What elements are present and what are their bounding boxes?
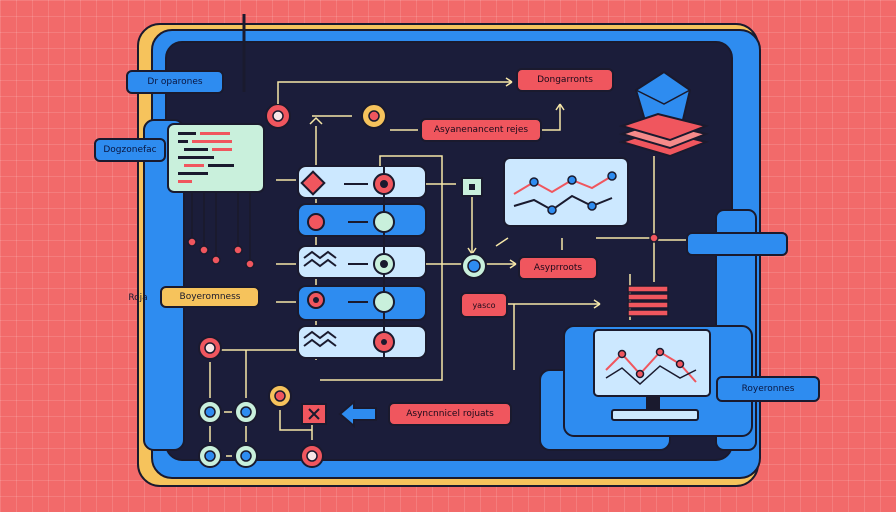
- red-stack-icon: [627, 285, 669, 317]
- label-async-bottom: Asyncnnicel rojuats: [388, 402, 512, 426]
- close-x-icon[interactable]: [301, 403, 327, 425]
- monitor-chart-icon: [593, 329, 711, 421]
- code-window-icon: [167, 123, 265, 193]
- grid-nodes[interactable]: [198, 336, 324, 468]
- pendulum-lines: [191, 192, 251, 262]
- label-top-right-box: Dongarronts: [516, 68, 614, 92]
- row-connectors: [208, 103, 601, 381]
- label-async-right: Asyprroots: [518, 256, 598, 280]
- pendulum-dots: [187, 237, 255, 269]
- layer-stack-icon: [618, 112, 710, 158]
- label-top-left: Dr oparones: [126, 70, 224, 94]
- label-bottom-small: Roja: [128, 293, 148, 303]
- label-middle-square: yasco: [460, 292, 508, 318]
- label-side: Dogzonefac: [94, 138, 166, 162]
- label-right-empty: [686, 232, 788, 256]
- label-bottom-box: Boyeromness: [160, 286, 260, 308]
- arrow-left-icon: [338, 399, 377, 429]
- center-row-nodes[interactable]: [300, 170, 395, 353]
- top-node-yellow[interactable]: [361, 103, 387, 129]
- label-right: Royeronnes: [716, 376, 820, 402]
- junction-dot: [649, 233, 659, 243]
- target-node[interactable]: [461, 253, 487, 279]
- center-rows: [297, 165, 427, 359]
- row-zigzags: [303, 183, 368, 348]
- top-node-red[interactable]: [265, 103, 291, 129]
- chart-window-icon: [503, 157, 629, 227]
- grid-connectors: [209, 350, 313, 457]
- label-async-mid: Asyanenancent rejes: [420, 118, 542, 142]
- left-blue-column: [143, 119, 185, 451]
